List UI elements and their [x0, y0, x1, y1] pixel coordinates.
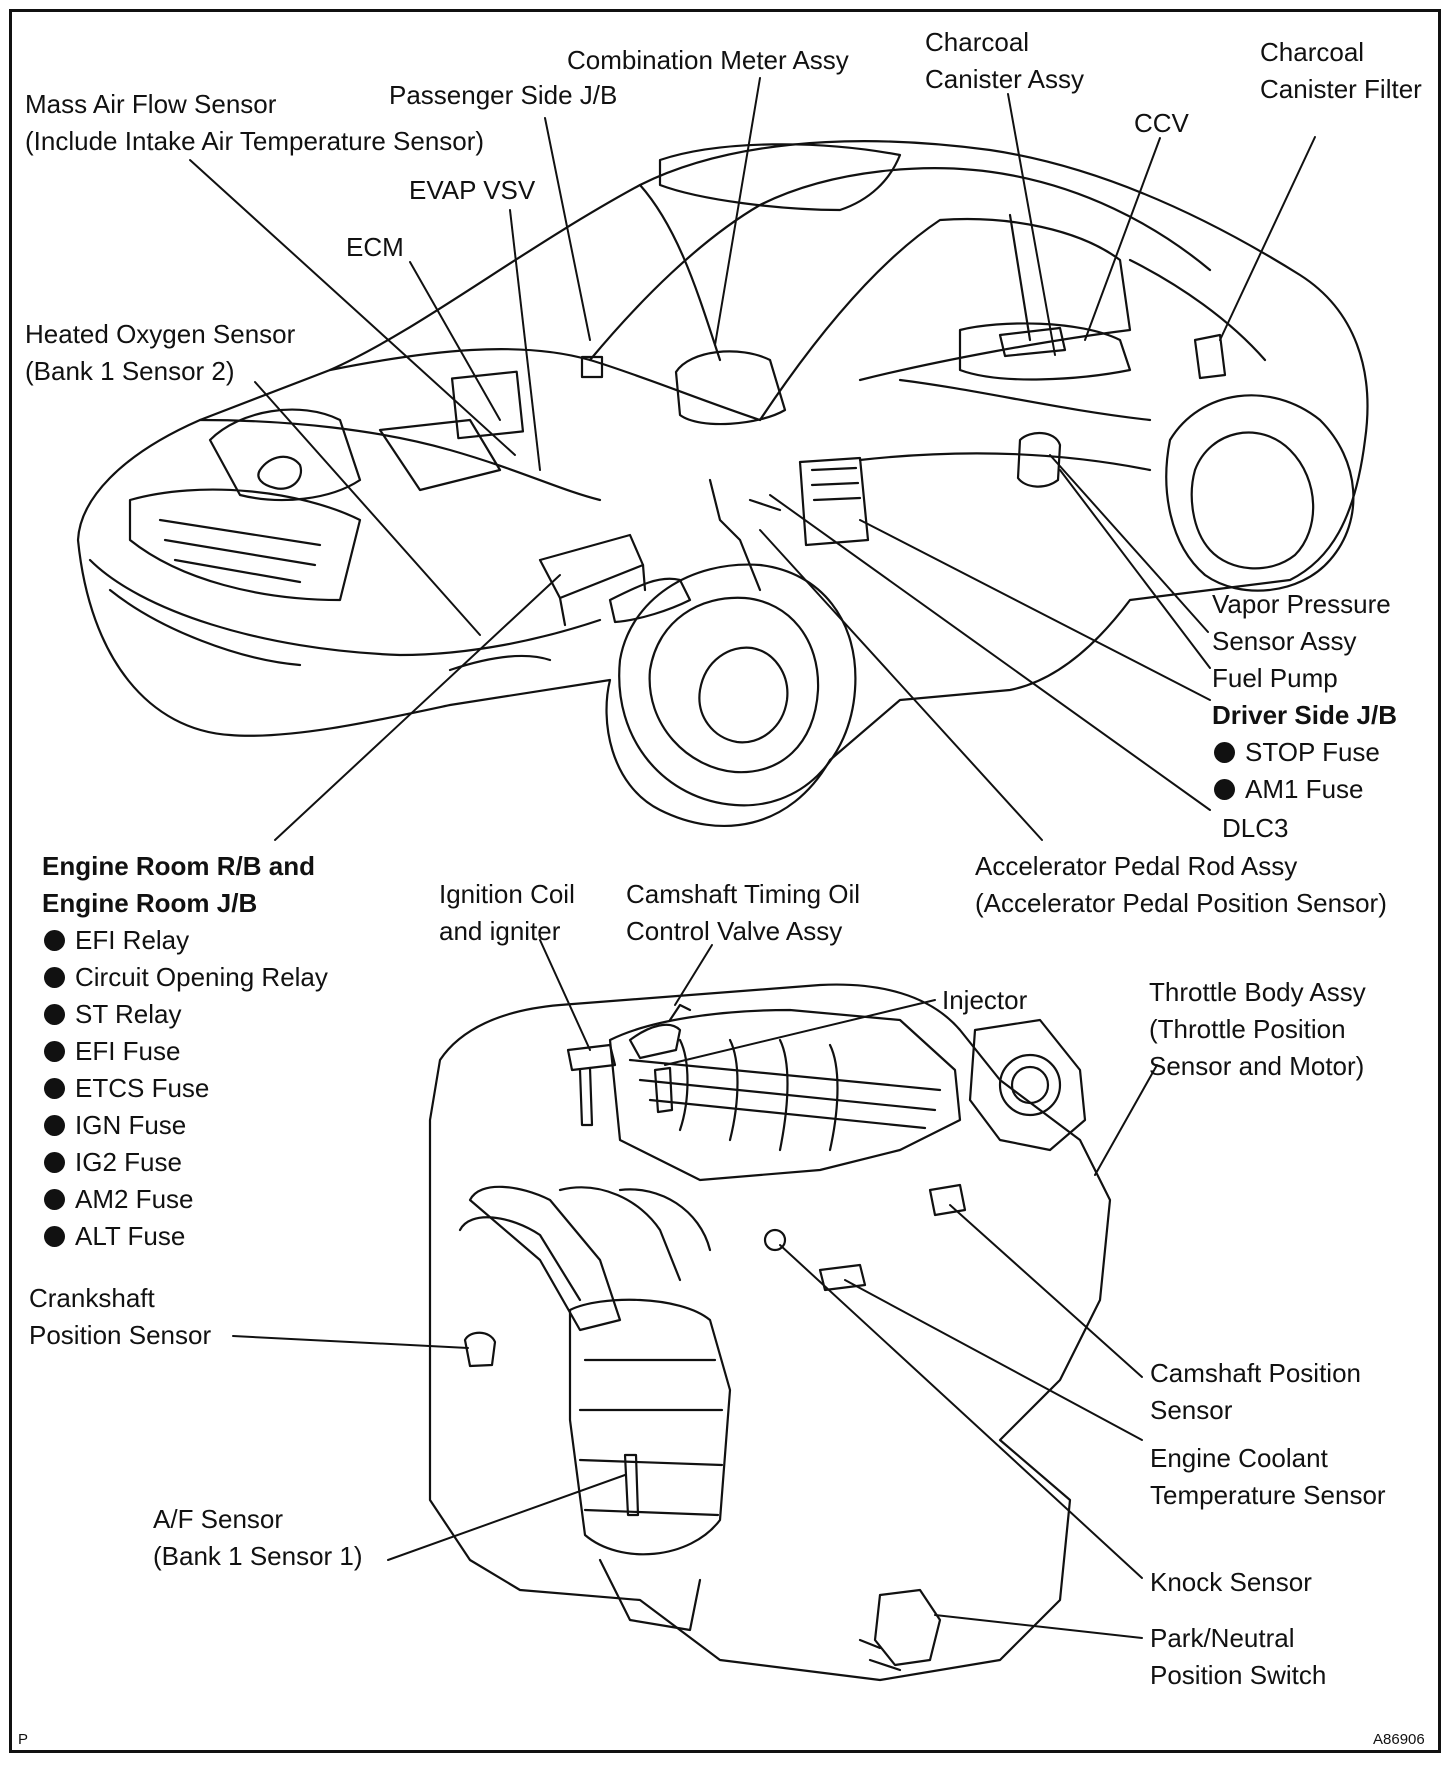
- label-line: Accelerator Pedal Rod Assy: [975, 851, 1298, 881]
- fuse-item: ALT Fuse: [42, 1218, 328, 1255]
- label-park-neutral-switch: Park/Neutral Position Switch: [1150, 1620, 1326, 1694]
- label-charcoal-canister-filter: Charcoal Canister Filter: [1260, 34, 1422, 108]
- engine-room-group: Engine Room R/B and Engine Room J/B EFI …: [42, 848, 328, 1255]
- label-line: Position Sensor: [29, 1320, 212, 1350]
- figure-code: A86906: [1373, 1731, 1425, 1749]
- label-line: CCV: [1134, 108, 1189, 138]
- corner-mark-left: P: [18, 1731, 28, 1749]
- label-ccv: CCV: [1134, 105, 1189, 142]
- label-line: Crankshaft: [29, 1283, 155, 1313]
- label-camshaft-position-sensor: Camshaft Position Sensor: [1150, 1355, 1361, 1429]
- fuse-item: EFI Fuse: [42, 1033, 328, 1070]
- label-line: and igniter: [439, 916, 561, 946]
- label-line: Heated Oxygen Sensor: [25, 319, 296, 349]
- label-ecm: ECM: [346, 229, 404, 266]
- label-charcoal-canister-assy: Charcoal Canister Assy: [925, 24, 1084, 98]
- driver-side-jb-title: Driver Side J/B: [1212, 700, 1397, 730]
- label-line: Canister Assy: [925, 64, 1084, 94]
- label-line: Canister Filter: [1260, 74, 1422, 104]
- fuse-item: ETCS Fuse: [42, 1070, 328, 1107]
- relay-item: ST Relay: [42, 996, 328, 1033]
- label-line: Throttle Body Assy: [1149, 977, 1366, 1007]
- engine-room-title: Engine Room J/B: [42, 888, 258, 918]
- label-line: Charcoal: [1260, 37, 1365, 67]
- label-line: Charcoal: [925, 27, 1030, 57]
- label-line: (Bank 1 Sensor 1): [153, 1541, 363, 1571]
- fuse-item: STOP Fuse: [1212, 734, 1397, 771]
- label-mass-air-flow-sensor: Mass Air Flow Sensor (Include Intake Air…: [25, 86, 484, 160]
- relay-item: EFI Relay: [42, 922, 328, 959]
- label-line: (Bank 1 Sensor 2): [25, 356, 235, 386]
- car-illustration: [76, 140, 1369, 828]
- label-line: Sensor and Motor): [1149, 1051, 1365, 1081]
- label-injector: Injector: [942, 982, 1027, 1019]
- label-line: (Include Intake Air Temperature Sensor): [25, 126, 485, 156]
- label-line: Temperature Sensor: [1150, 1480, 1386, 1510]
- label-line: Control Valve Assy: [626, 916, 843, 946]
- label-line: DLC3: [1222, 813, 1289, 843]
- label-line: Vapor Pressure: [1212, 589, 1391, 619]
- label-line: Injector: [942, 985, 1028, 1015]
- label-dlc3: DLC3: [1222, 810, 1288, 847]
- label-accelerator-pedal: Accelerator Pedal Rod Assy (Accelerator …: [975, 848, 1387, 922]
- relay-item: Circuit Opening Relay: [42, 959, 328, 996]
- engine-room-items: EFI Relay Circuit Opening Relay ST Relay…: [42, 922, 328, 1255]
- driver-side-jb-items: STOP Fuse AM1 Fuse: [1212, 734, 1397, 808]
- label-line: Camshaft Position: [1150, 1358, 1361, 1388]
- label-line: P: [18, 1731, 29, 1748]
- label-knock-sensor: Knock Sensor: [1150, 1564, 1312, 1601]
- label-line: Park/Neutral: [1150, 1623, 1295, 1653]
- label-ignition-coil: Ignition Coil and igniter: [439, 876, 575, 950]
- driver-side-jb-group: Driver Side J/B STOP Fuse AM1 Fuse: [1212, 697, 1397, 808]
- label-line: Sensor Assy: [1212, 626, 1357, 656]
- engine-illustration: [428, 983, 1112, 1682]
- label-camshaft-timing-ocv: Camshaft Timing Oil Control Valve Assy: [626, 876, 860, 950]
- label-line: Position Switch: [1150, 1660, 1327, 1690]
- label-line: Sensor: [1150, 1395, 1233, 1425]
- label-line: ECM: [346, 232, 404, 262]
- label-vapor-pressure-sensor: Vapor Pressure Sensor Assy: [1212, 586, 1391, 660]
- label-line: Mass Air Flow Sensor: [25, 89, 277, 119]
- label-line: EVAP VSV: [409, 175, 536, 205]
- label-line: Ignition Coil: [439, 879, 575, 909]
- label-line: Engine Coolant: [1150, 1443, 1328, 1473]
- fuse-item: IGN Fuse: [42, 1107, 328, 1144]
- label-line: Passenger Side J/B: [389, 80, 618, 110]
- label-line: A86906: [1373, 1731, 1425, 1748]
- diagram-border: [9, 9, 1441, 1753]
- fuse-item: AM1 Fuse: [1212, 771, 1397, 808]
- label-engine-coolant-temp-sensor: Engine Coolant Temperature Sensor: [1150, 1440, 1386, 1514]
- label-throttle-body: Throttle Body Assy (Throttle Position Se…: [1149, 974, 1366, 1085]
- label-crankshaft-position-sensor: Crankshaft Position Sensor: [29, 1280, 211, 1354]
- label-line: A/F Sensor: [153, 1504, 284, 1534]
- label-combination-meter: Combination Meter Assy: [567, 42, 849, 79]
- label-line: Knock Sensor: [1150, 1567, 1312, 1597]
- label-heated-oxygen-sensor: Heated Oxygen Sensor (Bank 1 Sensor 2): [25, 316, 295, 390]
- label-line: Combination Meter Assy: [567, 45, 849, 75]
- label-line: (Accelerator Pedal Position Sensor): [975, 888, 1387, 918]
- engine-room-title: Engine Room R/B and: [42, 851, 315, 881]
- leader-lines: [189, 77, 1316, 1639]
- fuse-item: IG2 Fuse: [42, 1144, 328, 1181]
- fuse-item: AM2 Fuse: [42, 1181, 328, 1218]
- label-passenger-side-jb: Passenger Side J/B: [389, 77, 617, 114]
- label-evap-vsv: EVAP VSV: [409, 172, 535, 209]
- label-line: Fuel Pump: [1212, 663, 1338, 693]
- label-af-sensor: A/F Sensor (Bank 1 Sensor 1): [153, 1501, 363, 1575]
- label-line: (Throttle Position: [1149, 1014, 1346, 1044]
- label-fuel-pump: Fuel Pump: [1212, 660, 1338, 697]
- label-line: Camshaft Timing Oil: [626, 879, 861, 909]
